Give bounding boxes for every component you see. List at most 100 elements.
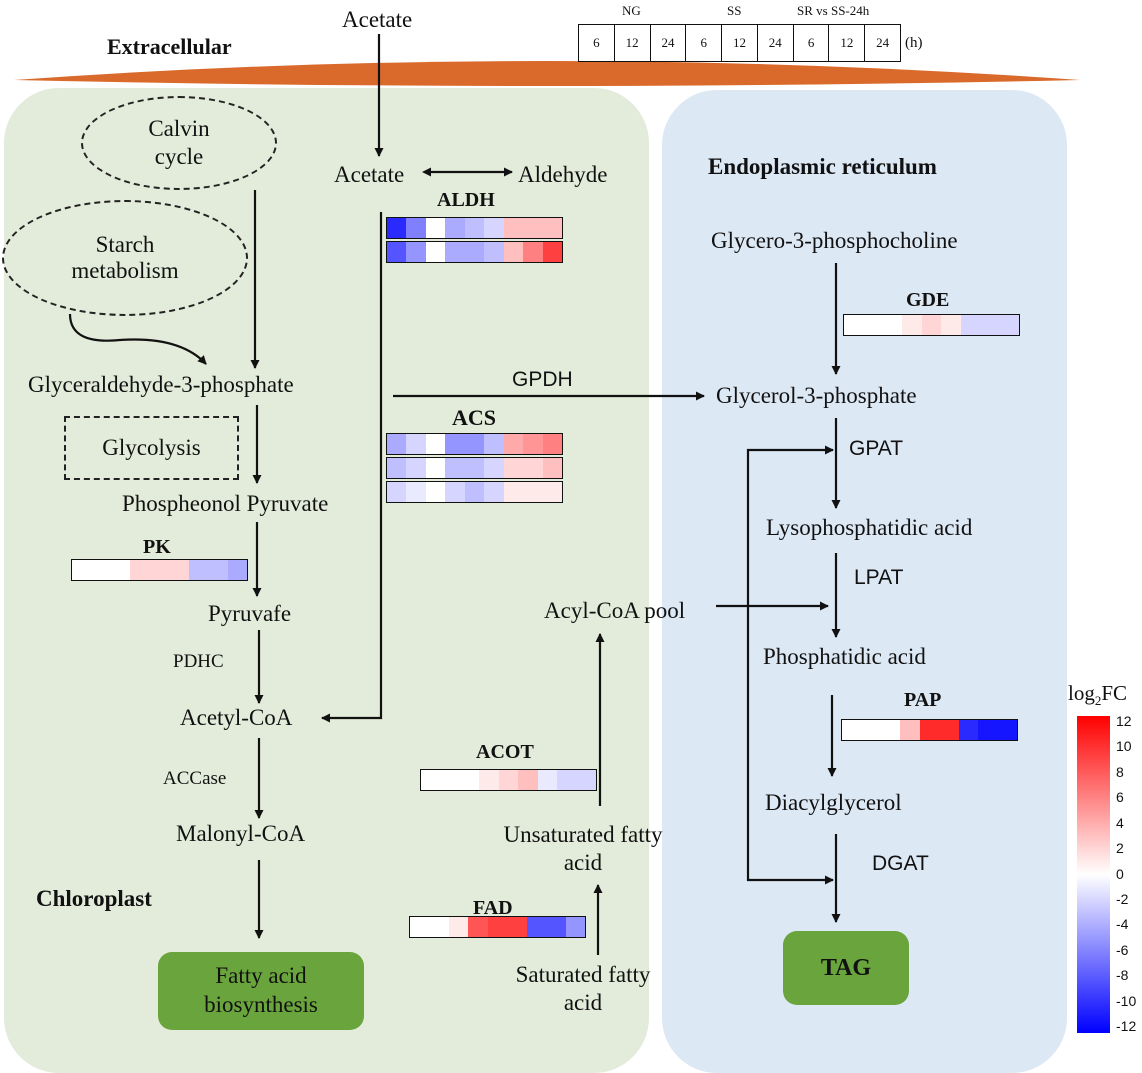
heatmap-cell xyxy=(503,482,524,502)
heatmap-cell xyxy=(149,560,170,580)
legend-tick-label: 10 xyxy=(1116,738,1132,755)
time-unit: (h) xyxy=(905,35,923,51)
heatmap-cell xyxy=(518,770,538,790)
gpat-label: GPAT xyxy=(849,437,904,460)
heatmap-acs-row xyxy=(386,481,563,503)
heatmap-cell xyxy=(958,720,979,740)
time-cell: 12 xyxy=(829,25,866,61)
heatmap-cell xyxy=(503,458,524,478)
heatmap-cell xyxy=(387,218,407,238)
calvin-cycle-ellipse: Calvin cycle xyxy=(81,96,277,190)
heatmap-cell xyxy=(387,434,407,454)
heatmap-cell xyxy=(542,482,562,502)
time-cell: 12 xyxy=(615,25,651,61)
gde-label: GDE xyxy=(906,289,950,311)
pk-label: PK xyxy=(143,536,171,558)
heatmap-pk-row xyxy=(71,559,248,581)
pep-label: Phospheonol Pyruvate xyxy=(122,491,329,516)
heatmap-cell xyxy=(542,434,562,454)
heatmap-cell xyxy=(425,458,446,478)
time-header: 6 12 24 6 12 24 6 12 24 xyxy=(578,24,901,62)
heatmap-cell xyxy=(919,720,940,740)
saturated-fa-label: Saturated fatty acid xyxy=(515,962,651,1015)
heatmap-cell xyxy=(464,482,485,502)
heatmap-cell xyxy=(445,458,465,478)
time-cell: 6 xyxy=(686,25,723,61)
time-cell: 24 xyxy=(876,35,890,50)
heatmap-cell xyxy=(440,770,460,790)
fatty-acid-biosynthesis-box: Fatty acid biosynthesis xyxy=(158,952,364,1030)
glycolysis-label: Glycolysis xyxy=(102,435,201,460)
heatmap-cell xyxy=(387,482,407,502)
acs-label: ACS xyxy=(452,405,497,430)
heatmap-cell xyxy=(425,482,446,502)
dag-label: Diacylglycerol xyxy=(765,790,902,815)
heatmap-cell xyxy=(900,720,920,740)
fatty-acid-biosynthesis-label: Fatty acid biosynthesis xyxy=(204,963,318,1017)
heatmap-cell xyxy=(880,720,901,740)
heatmap-cell xyxy=(557,770,577,790)
heatmap-pap-row xyxy=(841,719,1018,741)
heatmap-cell xyxy=(861,720,881,740)
heatmap-acot-row xyxy=(420,769,597,791)
heatmap-cell xyxy=(546,917,566,937)
heatmap-cell xyxy=(421,770,441,790)
heatmap-cell xyxy=(130,560,150,580)
heatmap-aldh-row xyxy=(386,217,563,239)
heatmap-cell xyxy=(406,242,426,262)
heatmap-cell xyxy=(523,242,543,262)
lpa-label: Lysophosphatidic acid xyxy=(766,515,973,540)
heatmap-cell xyxy=(978,720,998,740)
gpc-label: Glycero-3-phosphocholine xyxy=(711,228,958,253)
time-cell: 24 xyxy=(651,25,687,61)
er-title: Endoplasmic reticulum xyxy=(708,154,937,179)
acetate-chloroplast: Acetate xyxy=(334,162,405,187)
unsaturated-fa-label: Unsaturated fatty acid xyxy=(503,822,663,875)
starch-metabolism-ellipse: Starch metabolism xyxy=(2,200,248,316)
heatmap-cell xyxy=(425,242,446,262)
pa-label: Phosphatidic acid xyxy=(763,644,926,669)
time-cell: 24 xyxy=(758,25,794,61)
pyruvate-label: Pyruvafe xyxy=(208,601,292,626)
heatmap-cell xyxy=(999,315,1019,335)
group-label-ng: NG xyxy=(622,3,641,18)
tag-label: TAG xyxy=(820,954,872,981)
legend-tick-label: 0 xyxy=(1116,865,1124,882)
heatmap-cell xyxy=(429,917,449,937)
legend-tick-label: -6 xyxy=(1116,941,1129,958)
heatmap-cell xyxy=(882,315,903,335)
heatmap-fad-row xyxy=(409,916,586,938)
heatmap-aldh-row xyxy=(386,241,563,263)
heatmap-cell xyxy=(445,482,465,502)
heatmap-cell xyxy=(445,218,465,238)
heatmap-cell xyxy=(72,560,92,580)
arrow-starch-g3p xyxy=(68,313,207,365)
group-label-ss: SS xyxy=(727,3,742,18)
acetyl-coa-label: Acetyl-CoA xyxy=(180,705,293,730)
legend-tick-label: -4 xyxy=(1116,916,1129,933)
heatmap-cell xyxy=(526,917,547,937)
heatmap-cell xyxy=(445,242,465,262)
dgat-label: DGAT xyxy=(872,852,929,875)
arrow-acyl-dgat xyxy=(746,606,834,885)
heatmap-cell xyxy=(227,560,247,580)
heatmap-cell xyxy=(921,315,942,335)
group-label-sr: SR vs SS-24h xyxy=(797,3,870,18)
legend-title-sub: 2 xyxy=(1094,693,1102,709)
heatmap-cell xyxy=(188,560,209,580)
tag-box: TAG xyxy=(783,931,909,1005)
acyl-coa-pool-label: Acyl-CoA pool xyxy=(544,598,686,623)
chloroplast-title: Chloroplast xyxy=(36,886,152,911)
heatmap-cell xyxy=(459,770,480,790)
heatmap-cell xyxy=(91,560,111,580)
legend-tick-label: 4 xyxy=(1116,814,1124,831)
g3p-label: Glyceraldehyde-3-phosphate xyxy=(28,372,294,397)
heatmap-cell xyxy=(842,720,862,740)
heatmap-cell xyxy=(410,917,430,937)
heatmap-cell xyxy=(387,458,407,478)
heatmap-cell xyxy=(980,315,1000,335)
heatmap-gde-row xyxy=(843,314,1020,336)
heatmap-cell xyxy=(406,434,426,454)
